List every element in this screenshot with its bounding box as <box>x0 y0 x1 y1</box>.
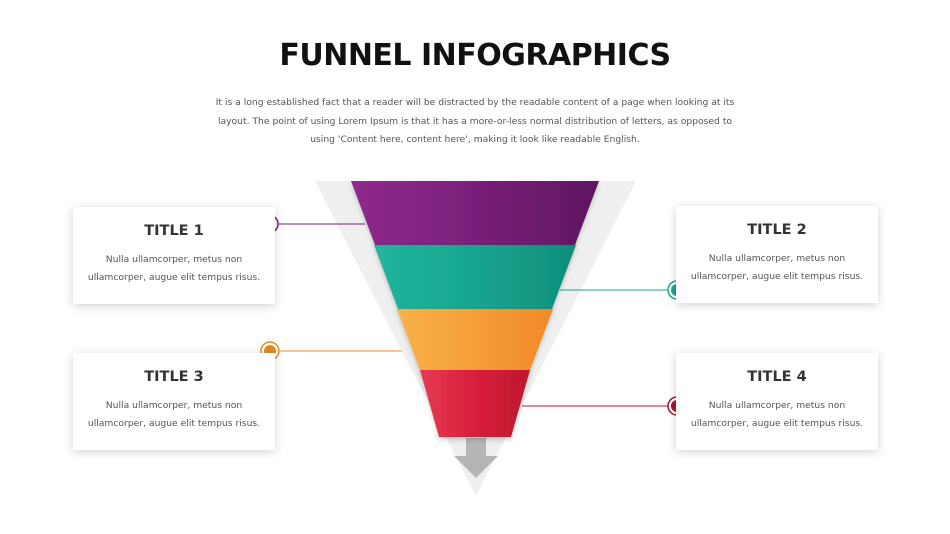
funnel-stage-1 <box>351 181 599 245</box>
card-text: Nulla ullamcorper, metus non ullamcorper… <box>690 400 864 429</box>
card-title: TITLE 1 <box>144 223 204 239</box>
page-title: FUNNEL INFOGRAPHICS <box>279 38 671 73</box>
info-card-3: TITLE 3 Nulla ullamcorper, metus non ull… <box>73 353 275 450</box>
card-title: TITLE 2 <box>747 222 807 238</box>
info-card-4: TITLE 4 Nulla ullamcorper, metus non ull… <box>676 353 878 450</box>
funnel-arrow-down-icon <box>454 438 498 478</box>
info-card-1: TITLE 1 Nulla ullamcorper, metus non ull… <box>73 207 275 304</box>
card-text: Nulla ullamcorper, metus non ullamcorper… <box>87 400 261 429</box>
page-description: It is a long established fact that a rea… <box>215 97 735 145</box>
card-title: TITLE 3 <box>144 369 204 385</box>
card-text: Nulla ullamcorper, metus non ullamcorper… <box>87 254 261 283</box>
card-text: Nulla ullamcorper, metus non ullamcorper… <box>690 253 864 282</box>
card-title: TITLE 4 <box>747 369 807 385</box>
funnel-stage-2 <box>374 245 576 309</box>
funnel-stage-3 <box>397 309 553 373</box>
funnel-stage-4 <box>420 370 530 437</box>
info-card-2: TITLE 2 Nulla ullamcorper, metus non ull… <box>676 206 878 303</box>
